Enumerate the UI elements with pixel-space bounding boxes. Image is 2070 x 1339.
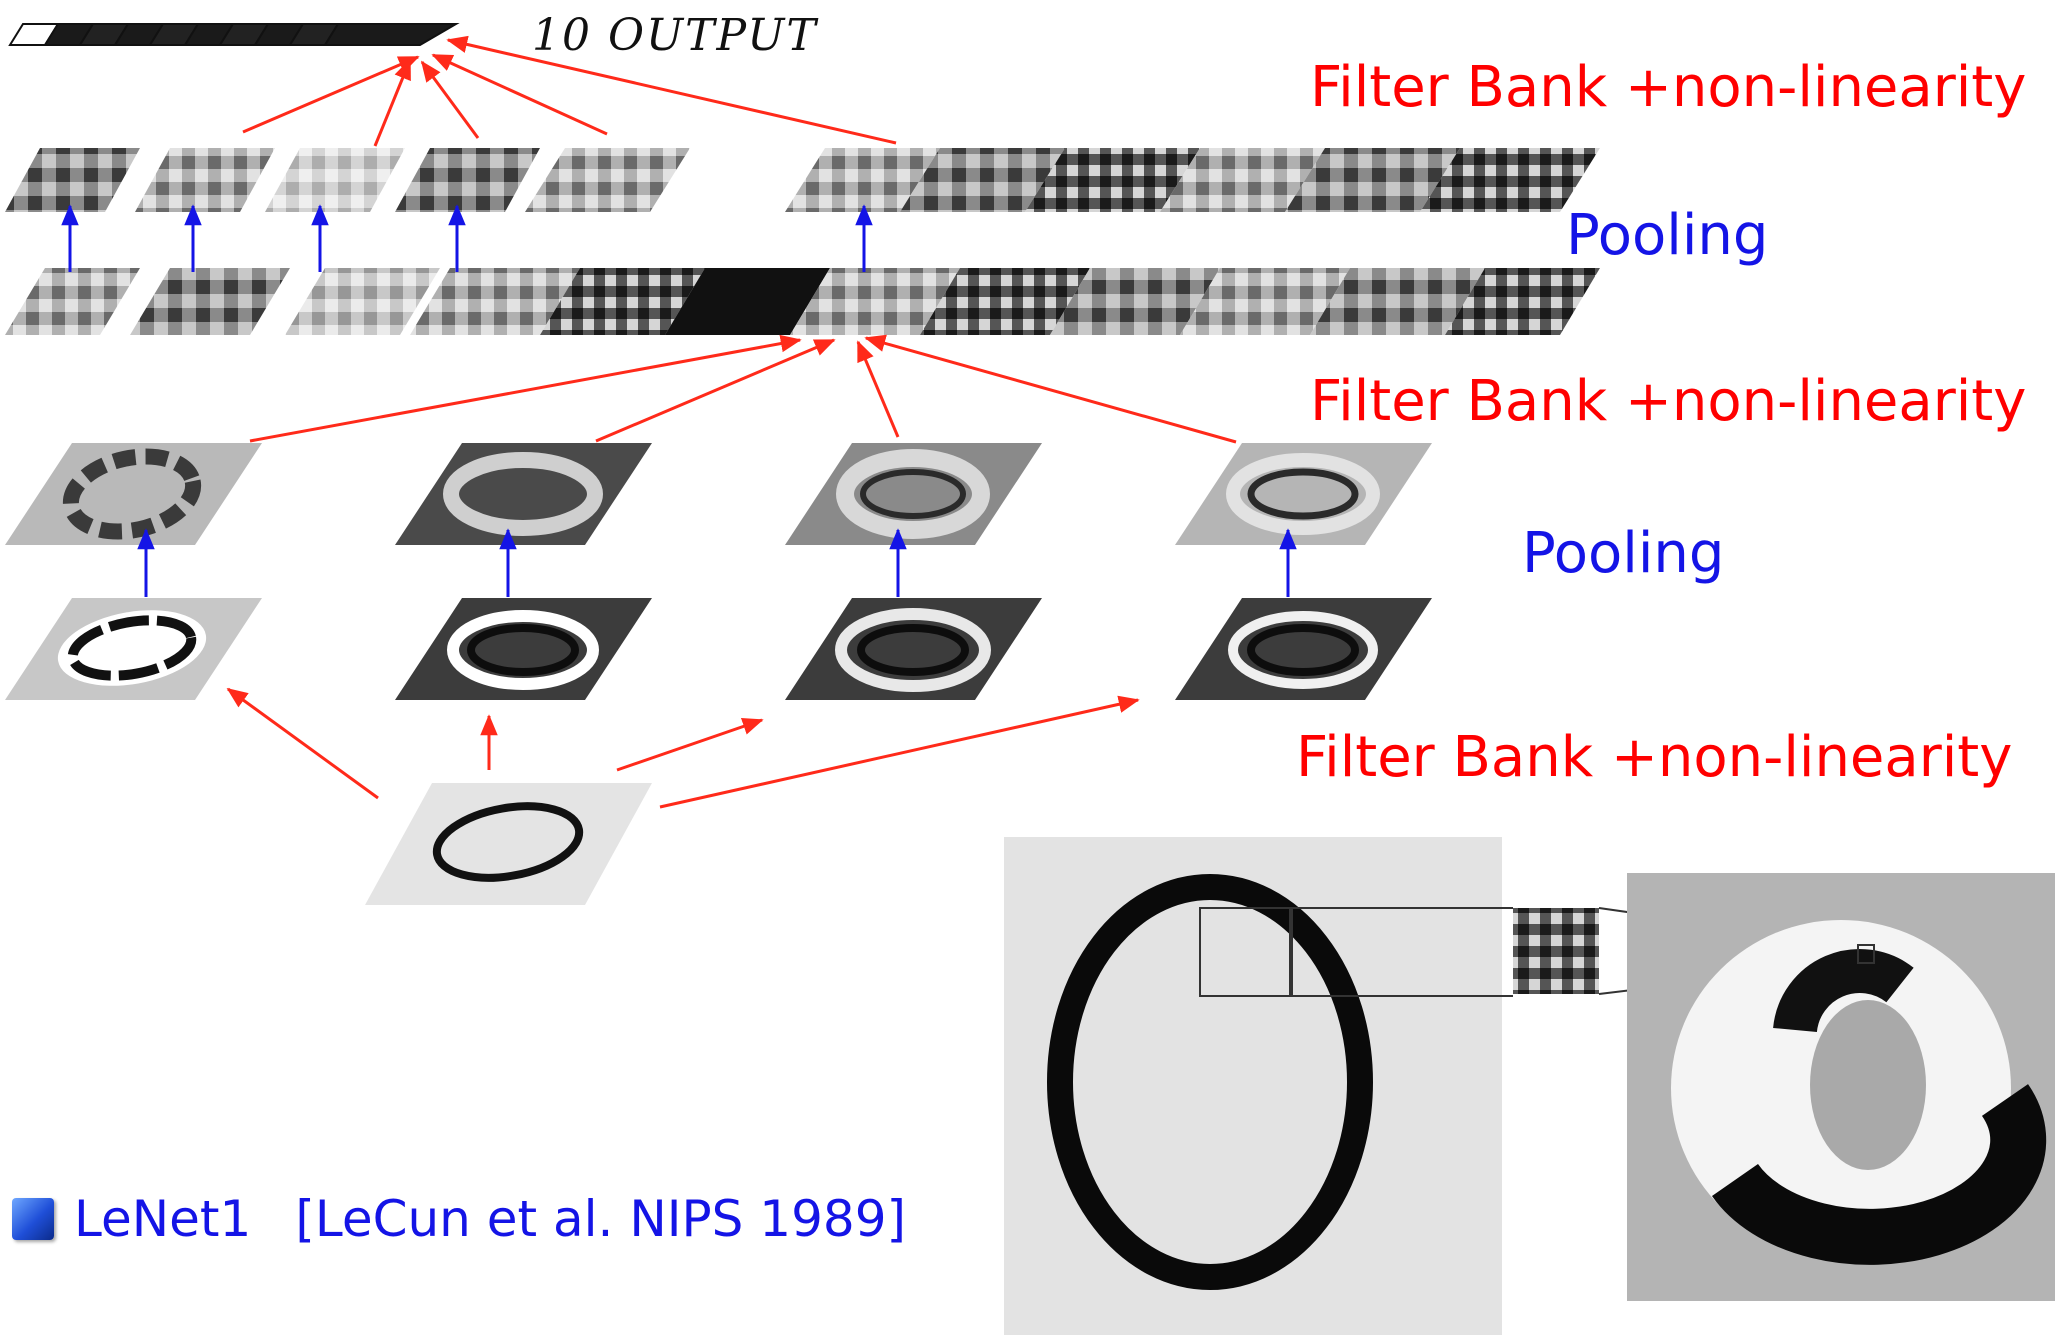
fb-arrow-out-1 xyxy=(242,55,420,134)
l4-map-2 xyxy=(135,148,275,212)
filter-bank-label-3: Filter Bank +non-linearity xyxy=(1296,725,2013,790)
l1-map-1 xyxy=(5,598,262,700)
bullet-square-icon xyxy=(12,1198,54,1240)
fb-arrow-l3-2 xyxy=(595,338,836,443)
layer2-pooled-maps xyxy=(5,443,1432,545)
l3-map-4 xyxy=(410,268,580,335)
citation: LeNet1 [LeCun et al. NIPS 1989] xyxy=(12,1190,906,1248)
l4-map-9 xyxy=(1160,148,1325,212)
layer1-conv-maps xyxy=(5,598,1432,700)
fb-arrow-l1-1 xyxy=(226,687,379,800)
input-image-map xyxy=(365,783,652,905)
zoomed-input-digit xyxy=(1004,837,1502,1335)
l4-map-6 xyxy=(785,148,940,212)
model-name: LeNet1 xyxy=(74,1190,252,1248)
l4-map-8 xyxy=(1025,148,1200,212)
l1-map-4 xyxy=(1175,598,1432,700)
l4-map-3 xyxy=(265,148,405,212)
l1-map-2 xyxy=(395,598,652,700)
fb-arrow-out-5 xyxy=(446,35,897,145)
l3-map-8 xyxy=(920,268,1090,335)
l3-map-9 xyxy=(1050,268,1220,335)
output-layer xyxy=(8,23,460,46)
pooling-arrows xyxy=(61,204,1297,597)
l2-map-4 xyxy=(1175,443,1432,545)
l1-map-3 xyxy=(785,598,1042,700)
filter-bank-label-1: Filter Bank +non-linearity xyxy=(1310,55,2027,120)
fb-arrow-l3-3 xyxy=(856,340,900,438)
l3-map-11 xyxy=(1310,268,1485,335)
layer4-feature-maps xyxy=(5,148,1600,212)
fb-arrow-out-2 xyxy=(373,58,412,147)
l3-map-1 xyxy=(5,268,140,335)
output-layer-label: 10 OUTPUT xyxy=(532,10,818,61)
l3-map-2 xyxy=(130,268,290,335)
l3-map-3 xyxy=(285,268,440,335)
fb-arrow-l3-1 xyxy=(249,334,802,443)
l4-map-10 xyxy=(1285,148,1460,212)
filter-bank-arrows xyxy=(226,35,1237,809)
l2-map-1 xyxy=(5,443,262,545)
l3-map-10 xyxy=(1180,268,1350,335)
reference: [LeCun et al. NIPS 1989] xyxy=(295,1190,907,1248)
layer3-feature-maps xyxy=(5,268,1600,335)
fb-arrow-out-3 xyxy=(420,60,480,139)
pooling-label-1: Pooling xyxy=(1566,203,1769,268)
zoomed-feature-map xyxy=(1627,873,2055,1301)
fb-arrow-l3-4 xyxy=(864,334,1237,444)
receptive-field-box xyxy=(1199,907,1293,997)
l2-map-2 xyxy=(395,443,652,545)
l4-map-4 xyxy=(395,148,540,212)
l4-map-5 xyxy=(525,148,690,212)
l3-map-6 xyxy=(665,268,830,335)
l3-map-7 xyxy=(790,268,960,335)
fb-arrow-l1-4 xyxy=(659,695,1140,809)
l3-map-12 xyxy=(1445,268,1600,335)
fb-arrow-out-4 xyxy=(431,53,608,136)
pooling-label-2: Pooling xyxy=(1522,521,1725,586)
l3-map-5 xyxy=(540,268,705,335)
l2-map-3 xyxy=(785,443,1042,545)
output-unit-10 xyxy=(323,23,460,46)
l4-map-7 xyxy=(900,148,1065,212)
l4-map-1 xyxy=(5,148,140,212)
fb-arrow-l1-3 xyxy=(616,718,764,772)
l4-map-11 xyxy=(1420,148,1600,212)
filter-bank-label-2: Filter Bank +non-linearity xyxy=(1310,369,2027,434)
